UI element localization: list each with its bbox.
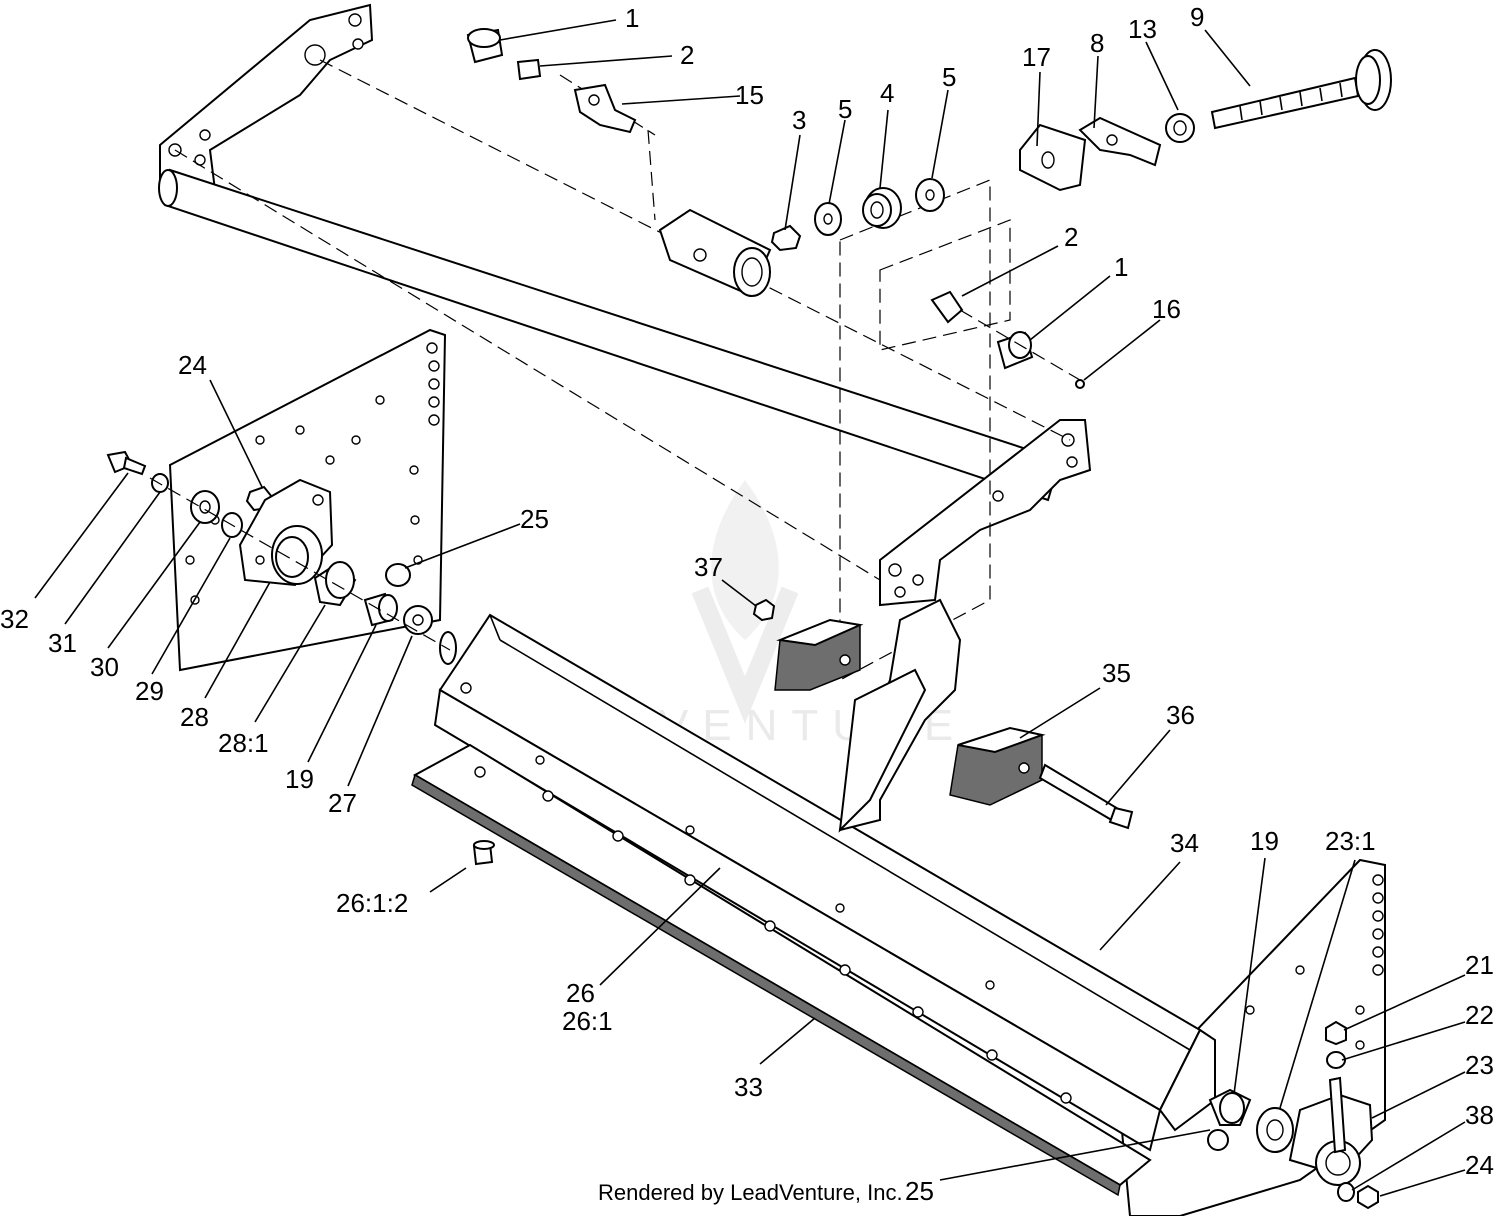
callout-17: 17 — [1022, 42, 1051, 72]
washer-5-right — [915, 178, 945, 212]
pivot-15 — [573, 83, 637, 134]
plug-25-right — [1207, 1129, 1229, 1151]
block-17 — [1019, 123, 1087, 192]
callout-25: 25 — [905, 1176, 934, 1206]
bedknife — [411, 743, 1152, 1197]
washer-27 — [403, 605, 433, 635]
screw-16 — [1075, 379, 1085, 389]
callout-3: 3 — [792, 105, 806, 135]
callout-2: 2 — [1064, 222, 1078, 252]
screw-26-1-2 — [472, 840, 495, 866]
pivot-tube — [658, 208, 772, 297]
bracket-8 — [1078, 116, 1162, 167]
callout-29: 29 — [135, 676, 164, 706]
axis-line-pivot — [647, 129, 656, 221]
render-credit: Rendered by LeadVenture, Inc. — [598, 1180, 903, 1205]
callout-25: 25 — [520, 504, 549, 534]
washer-30 — [190, 490, 220, 524]
callout-26-1-2: 26:1:2 — [336, 888, 408, 918]
bushing-2-top — [516, 58, 542, 81]
callout-24: 24 — [1465, 1150, 1494, 1180]
callout-26-1: 26:1 — [562, 1006, 613, 1036]
callout-36: 36 — [1166, 700, 1195, 730]
washer-22 — [1326, 1051, 1346, 1069]
callout-1: 1 — [1114, 252, 1128, 282]
callout-27: 27 — [328, 788, 357, 818]
bolt-36 — [1038, 763, 1134, 830]
washer-13 — [1165, 113, 1195, 143]
callout-2: 2 — [680, 40, 694, 70]
callout-24: 24 — [178, 350, 207, 380]
callout-38: 38 — [1465, 1100, 1494, 1130]
callout-16: 16 — [1152, 294, 1181, 324]
bushing-1-top — [466, 28, 504, 64]
callout-33: 33 — [734, 1072, 763, 1102]
callout-31: 31 — [48, 628, 77, 658]
spacer-left — [363, 592, 398, 627]
callout-28-1: 28:1 — [218, 728, 269, 758]
callout-35: 35 — [1102, 658, 1131, 688]
callout-13: 13 — [1128, 14, 1157, 44]
callout-28: 28 — [180, 702, 209, 732]
callout-15: 15 — [735, 80, 764, 110]
adjuster-screw-9 — [1210, 49, 1392, 130]
callout-23: 23 — [1465, 1050, 1494, 1080]
callout-19: 19 — [285, 764, 314, 794]
callout-23-1: 23:1 — [1325, 826, 1376, 856]
callout-21: 21 — [1465, 950, 1494, 980]
bedknife-holes — [474, 755, 1072, 1104]
callout-32: 32 — [0, 604, 29, 634]
bearing-housing-28 — [238, 478, 334, 587]
callout-1: 1 — [625, 3, 639, 33]
washer-38 — [1337, 1182, 1355, 1202]
rubber-pad-upper — [774, 618, 864, 691]
leader-lines — [34, 19, 1466, 1197]
screw-threads — [1239, 82, 1343, 121]
callout-30: 30 — [90, 652, 119, 682]
callout-9: 9 — [1190, 2, 1204, 32]
axis-line-left — [149, 477, 451, 651]
adjuster-bolt-23-1 — [1328, 1076, 1347, 1154]
callout-34: 34 — [1170, 828, 1199, 858]
nut-21 — [1325, 1020, 1347, 1046]
bushing-1-right — [996, 331, 1034, 370]
plug-25-left — [385, 563, 411, 587]
spacer-right — [1256, 1107, 1294, 1153]
nut-37 — [752, 598, 776, 622]
nut-24-right — [1357, 1184, 1379, 1210]
callout-26: 26 — [566, 978, 595, 1008]
upper-frame — [158, 3, 1092, 607]
washer-5-left — [814, 202, 842, 236]
bearing-19-right — [1208, 1088, 1252, 1126]
axis-line-right — [959, 309, 1081, 381]
callout-37: 37 — [694, 552, 723, 582]
bushing-2-right — [930, 290, 964, 324]
rubber-pad-lower — [949, 726, 1046, 806]
callout-22: 22 — [1465, 1000, 1494, 1030]
callout-8: 8 — [1090, 28, 1104, 58]
callout-5: 5 — [942, 62, 956, 92]
bearing-19-left — [313, 561, 357, 607]
spring-4 — [862, 187, 902, 229]
callout-19: 19 — [1250, 826, 1279, 856]
bolt-32 — [106, 450, 147, 476]
bedbar — [433, 613, 1216, 1152]
callout-4: 4 — [880, 78, 894, 108]
callout-5: 5 — [838, 94, 852, 124]
washer-31 — [151, 473, 169, 493]
nut-3 — [770, 224, 802, 252]
